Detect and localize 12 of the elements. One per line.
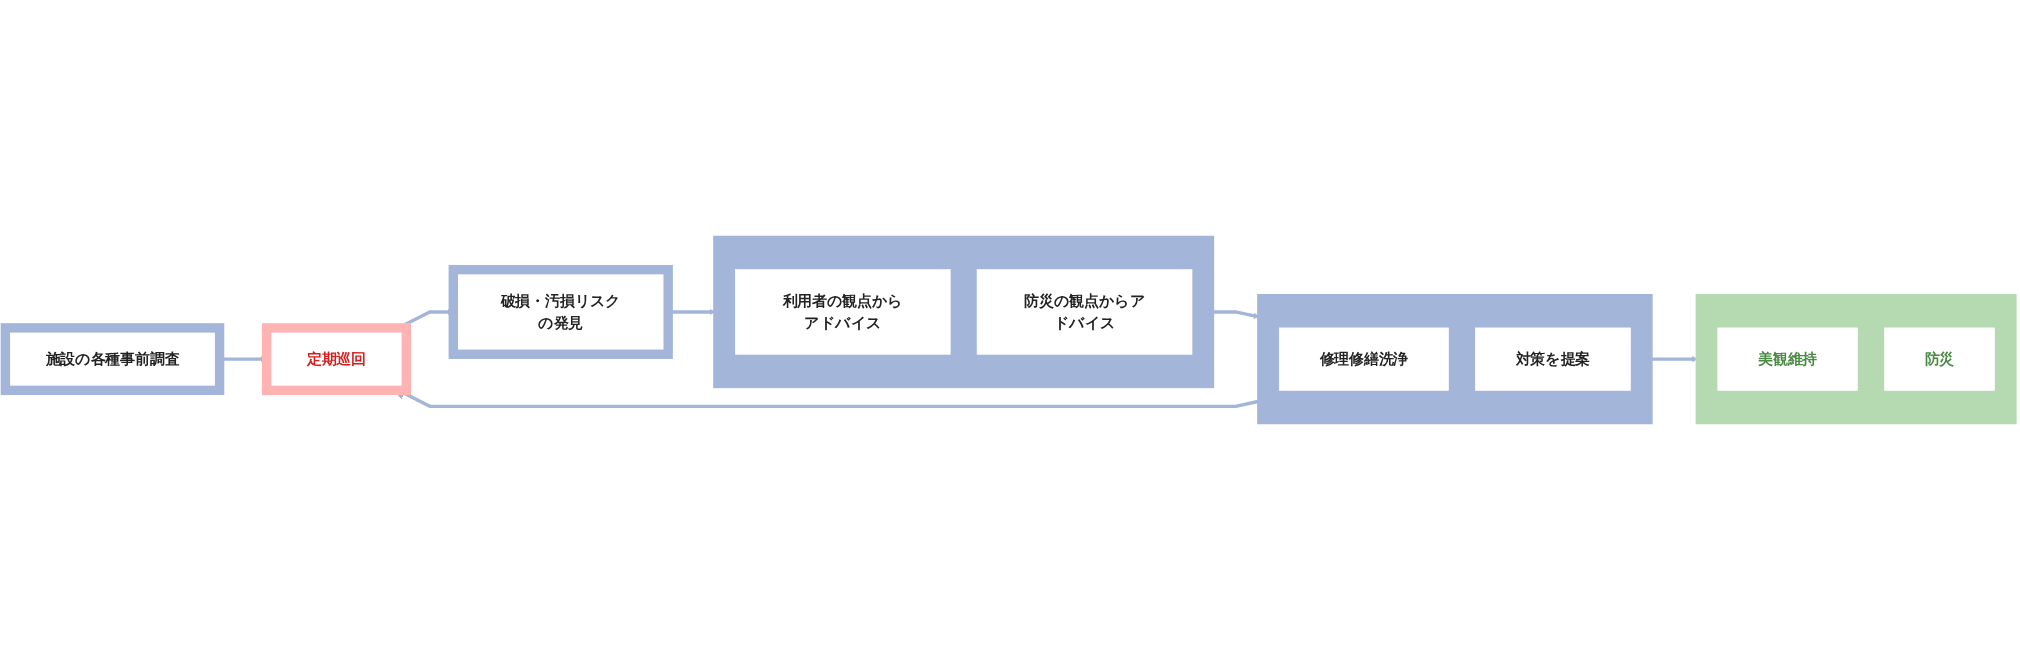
cluster bbox=[1695, 294, 2017, 425]
node-box: 防災の観点からアドバイス bbox=[976, 269, 1193, 355]
cluster bbox=[713, 235, 1215, 389]
node-box: 防災 bbox=[1884, 327, 1995, 391]
cluster bbox=[1257, 294, 1653, 425]
node-box: 対策を提案 bbox=[1475, 327, 1631, 391]
node-box: 定期巡回 bbox=[261, 323, 411, 396]
node-box: 美観維持 bbox=[1717, 327, 1858, 391]
node-box: 利用者の観点からアドバイス bbox=[735, 269, 951, 355]
node-box: 破損・汚損リスクの発見 bbox=[448, 264, 673, 359]
node-box: 修理修繕洗浄 bbox=[1278, 327, 1449, 391]
node-box: 施設の各種事前調査 bbox=[0, 323, 225, 396]
